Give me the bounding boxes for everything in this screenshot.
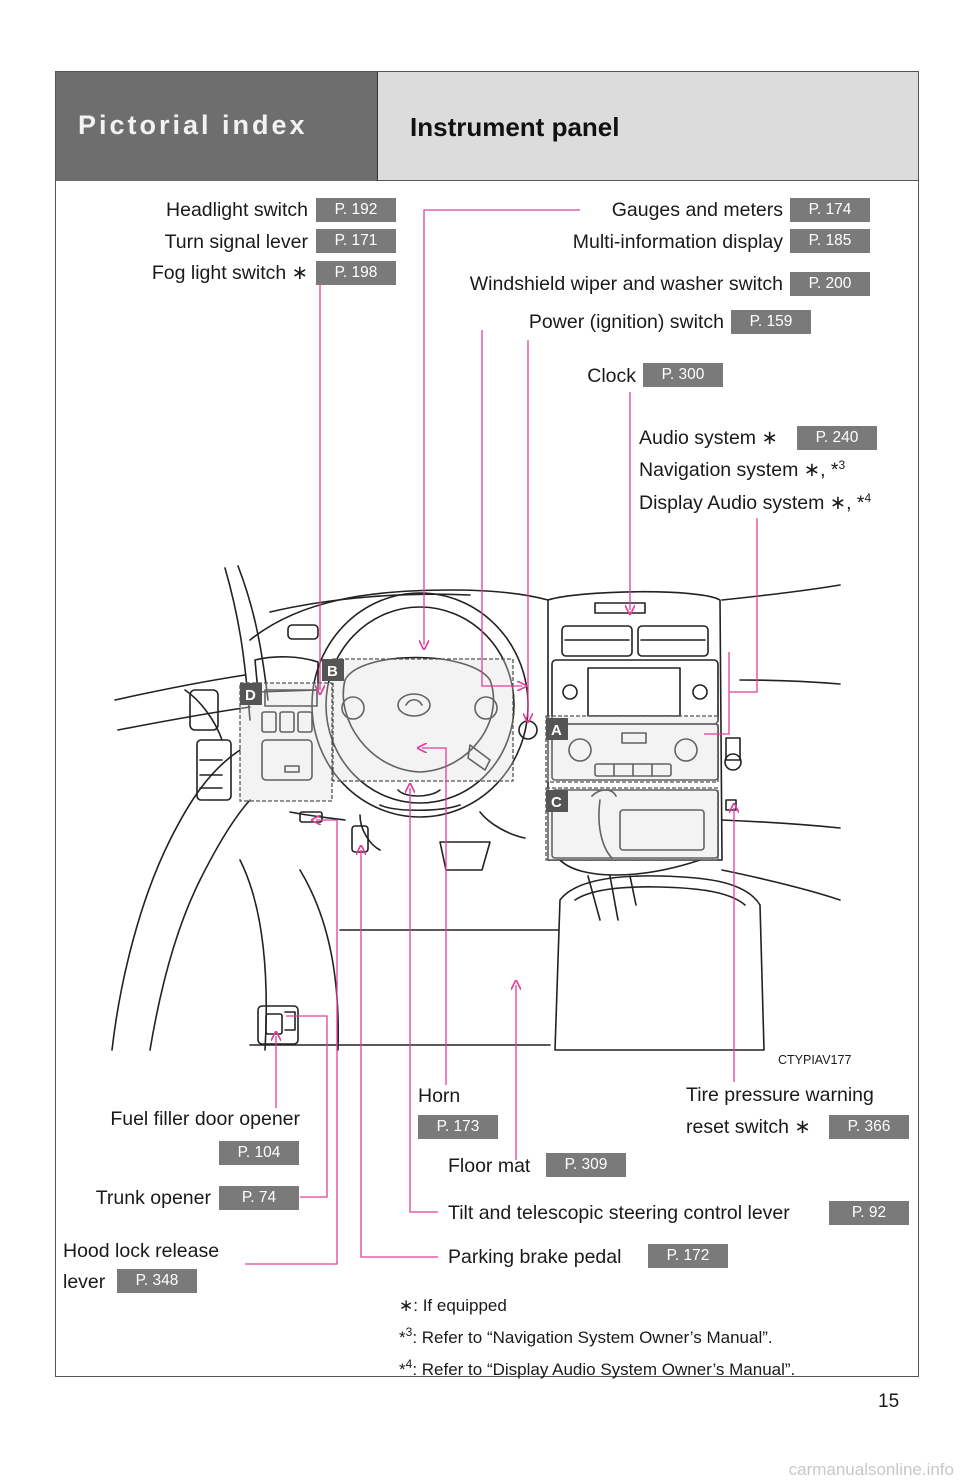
footnote-equipped: ∗: If equipped: [399, 1296, 507, 1315]
callout-badge-a: [546, 718, 568, 740]
page-title: Instrument panel: [410, 112, 620, 142]
page-ref-parking[interactable]: P. 172: [648, 1244, 728, 1268]
page-number: 15: [878, 1391, 900, 1412]
page-ref-headlight[interactable]: P. 192: [316, 198, 396, 222]
footnote-display-audio: *4: Refer to “Display Audio System Owner…: [399, 1351, 795, 1383]
section-title: Pictorial index: [78, 110, 308, 140]
footnote-navigation: *3: Refer to “Navigation System Owner’s …: [399, 1319, 795, 1351]
page-ref-fuel-filler[interactable]: P. 104: [219, 1141, 299, 1165]
label-multi-info-display: Multi-information display: [572, 231, 783, 253]
display-audio-sup: 4: [864, 491, 872, 505]
figure-code: CTYPIAV177: [778, 1053, 852, 1067]
navigation-sup: 3: [838, 458, 846, 472]
page-ref-trunk[interactable]: P. 74: [219, 1186, 299, 1210]
page-ref-turn-signal[interactable]: P. 171: [316, 229, 396, 253]
page-ref-clock[interactable]: P. 300: [643, 363, 723, 387]
page-ref-horn[interactable]: P. 173: [418, 1115, 498, 1139]
footnotes: ∗: If equipped *3: Refer to “Navigation …: [399, 1293, 795, 1383]
title-bar: Instrument panel: [378, 72, 918, 181]
label-floor-mat: Floor mat: [448, 1155, 531, 1177]
page-ref-audio[interactable]: P. 240: [797, 426, 877, 450]
label-fog-light-switch: Fog light switch ∗: [151, 262, 308, 284]
label-wiper-washer-switch: Windshield wiper and washer switch: [469, 273, 783, 295]
page-ref-fog-light[interactable]: P. 198: [316, 261, 396, 285]
label-turn-signal-lever: Turn signal lever: [164, 231, 308, 253]
page-ref-wiper[interactable]: P. 200: [790, 272, 870, 296]
callout-badge-c: [546, 790, 568, 812]
watermark: carmanualsonline.info: [788, 1460, 954, 1479]
footnote-nav-text: : Refer to “Navigation System Owner’s Ma…: [412, 1328, 773, 1347]
label-audio-system: Audio system ∗: [639, 427, 778, 449]
footnote-da-sup: 4: [405, 1357, 413, 1371]
page-ref-tire[interactable]: P. 366: [829, 1115, 909, 1139]
page-ref-power[interactable]: P. 159: [731, 310, 811, 334]
callout-a: A: [551, 722, 562, 739]
label-navigation-system: Navigation system ∗, *3: [639, 459, 845, 481]
label-hood-lock-release: Hood lock release: [63, 1240, 220, 1262]
label-power-switch: Power (ignition) switch: [528, 311, 724, 333]
label-headlight-switch: Headlight switch: [166, 199, 308, 221]
label-clock: Clock: [587, 365, 636, 387]
page-ref-floor-mat[interactable]: P. 309: [546, 1153, 626, 1177]
label-parking-brake-pedal: Parking brake pedal: [448, 1246, 622, 1268]
footnote-nav-sup: 3: [405, 1325, 413, 1339]
callout-badge-b: [322, 659, 344, 681]
section-tab: Pictorial index: [56, 72, 378, 181]
page-ref-gauges[interactable]: P. 174: [790, 198, 870, 222]
footnote-nav-mark: *: [399, 1328, 406, 1347]
label-hood-lock-lever: lever: [63, 1271, 106, 1293]
label-gauges-meters: Gauges and meters: [611, 199, 783, 221]
label-tilt-telescopic-lever: Tilt and telescopic steering control lev…: [448, 1202, 790, 1224]
footnote-da-text: : Refer to “Display Audio System Owner’s…: [412, 1360, 796, 1379]
label-horn: Horn: [418, 1085, 461, 1107]
label-trunk-opener: Trunk opener: [95, 1187, 211, 1209]
label-tire-pressure-warning: Tire pressure warning: [686, 1084, 874, 1106]
page-ref-tilt[interactable]: P. 92: [829, 1201, 909, 1225]
page-frame: Pictorial index Instrument panel: [55, 71, 919, 1377]
page-ref-multi-info[interactable]: P. 185: [790, 229, 870, 253]
display-audio-text: Display Audio system ∗, *: [639, 492, 865, 514]
callout-d: D: [245, 687, 256, 704]
page-ref-hood[interactable]: P. 348: [117, 1269, 197, 1293]
navigation-text: Navigation system ∗, *: [639, 459, 839, 481]
callout-c: C: [551, 794, 562, 811]
label-fuel-filler-opener: Fuel filler door opener: [110, 1108, 300, 1130]
callout-badge-d: [240, 683, 262, 705]
callout-b: B: [327, 663, 338, 680]
footnote-da-mark: *: [399, 1360, 406, 1379]
label-display-audio-system: Display Audio system ∗, *4: [639, 492, 871, 514]
label-tire-reset-switch: reset switch ∗: [686, 1116, 811, 1138]
